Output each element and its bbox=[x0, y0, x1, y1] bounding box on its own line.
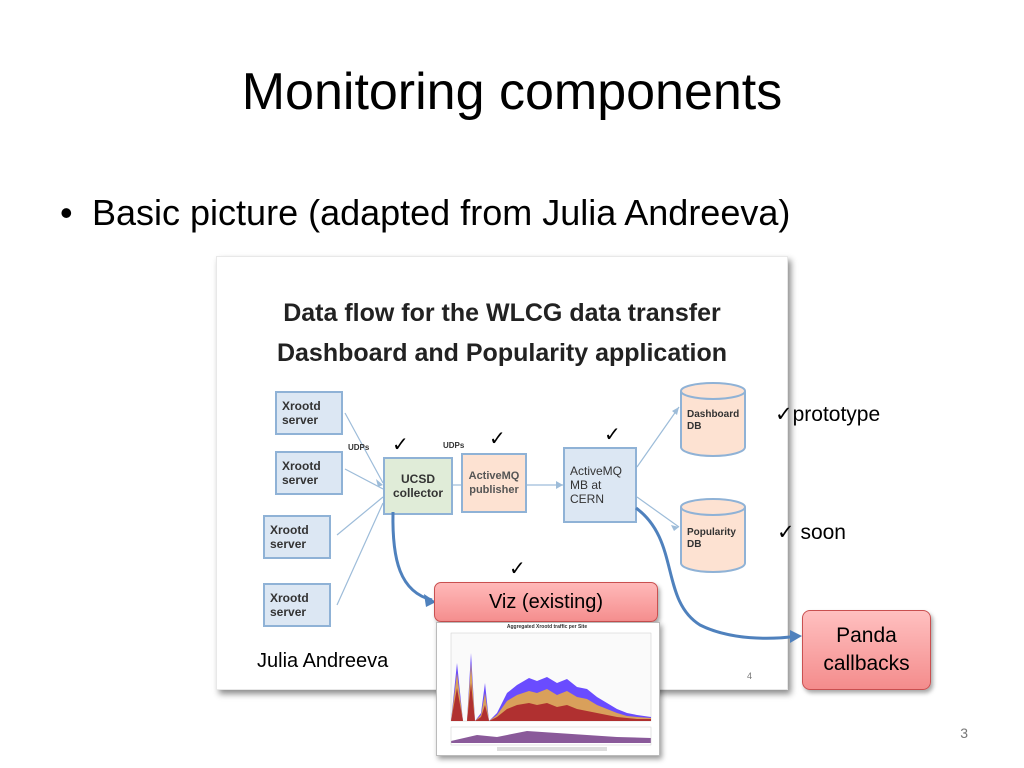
status-soon: ✓ soon bbox=[777, 520, 846, 545]
svg-text:4: 4 bbox=[747, 671, 752, 681]
ucsd-collector: UCSD collector bbox=[383, 457, 453, 515]
panda-callbacks-label: Panda callbacks bbox=[823, 624, 910, 675]
bullet-item: • Basic picture (adapted from Julia Andre… bbox=[60, 192, 790, 234]
check-prototype: ✓ bbox=[775, 403, 793, 426]
connector-server4 bbox=[336, 502, 384, 606]
figure-inner-page-number: 4 bbox=[747, 671, 752, 681]
arrow-broker-panda bbox=[635, 506, 799, 640]
status-prototype: ✓prototype bbox=[775, 402, 880, 427]
activemq-broker: ActiveMQ MB at CERN bbox=[563, 447, 637, 523]
popularity-db-cylinder bbox=[680, 498, 746, 573]
connector-broker-dashboard bbox=[636, 406, 680, 468]
panda-callbacks-box: Panda callbacks bbox=[802, 610, 931, 690]
prototype-label: prototype bbox=[792, 403, 881, 426]
figure-connectors: 4 bbox=[336, 406, 752, 681]
figure-title: Data flow for the WLCG data transfer Das… bbox=[217, 293, 787, 373]
udp-label-2: UDPs bbox=[443, 441, 465, 450]
bullet-text: Basic picture (adapted from Julia Andree… bbox=[92, 192, 791, 233]
dashboard-db-label: Dashboard DB bbox=[687, 409, 740, 432]
xrootd-server-1: Xrootd server bbox=[275, 391, 343, 435]
page-number: 3 bbox=[960, 725, 968, 741]
xrootd-server-4: Xrootd server bbox=[263, 583, 331, 627]
popularity-db-label: Popularity DB bbox=[687, 527, 736, 550]
udp-label-1: UDPs bbox=[348, 443, 370, 452]
check-broker: ✓ bbox=[604, 424, 621, 446]
dashboard-db-cylinder bbox=[680, 382, 746, 457]
slide-title: Monitoring components bbox=[241, 63, 783, 121]
viz-thumbnail-plot bbox=[450, 632, 652, 751]
connector-broker-popularity bbox=[636, 496, 680, 528]
author-credit: Julia Andreeva bbox=[257, 650, 389, 672]
check-publisher: ✓ bbox=[489, 428, 506, 450]
connector-server3 bbox=[336, 496, 384, 536]
figure-title-line1: Data flow for the WLCG data transfer bbox=[283, 299, 721, 327]
viz-thumbnail: Aggregated Xrootd traffic per Site bbox=[436, 622, 660, 756]
connector-server1 bbox=[344, 412, 384, 484]
xrootd-server-3: Xrootd server bbox=[263, 515, 331, 559]
arrow-collector-viz bbox=[391, 511, 433, 602]
activemq-publisher: ActiveMQ publisher bbox=[461, 453, 527, 513]
check-viz: ✓ bbox=[509, 558, 526, 580]
soon-label: soon bbox=[800, 521, 846, 544]
xrootd-server-2: Xrootd server bbox=[275, 451, 343, 495]
viz-thumbnail-title: Aggregated Xrootd traffic per Site bbox=[506, 624, 588, 630]
dataflow-figure: Data flow for the WLCG data transfer Das… bbox=[216, 256, 788, 690]
figure-title-line2: Dashboard and Popularity application bbox=[276, 339, 728, 367]
viz-existing-box: Viz (existing) bbox=[434, 582, 658, 622]
check-collector: ✓ bbox=[392, 434, 409, 456]
connector-server2 bbox=[344, 468, 384, 490]
bullet-dot: • bbox=[60, 192, 73, 233]
check-soon: ✓ bbox=[777, 521, 795, 544]
